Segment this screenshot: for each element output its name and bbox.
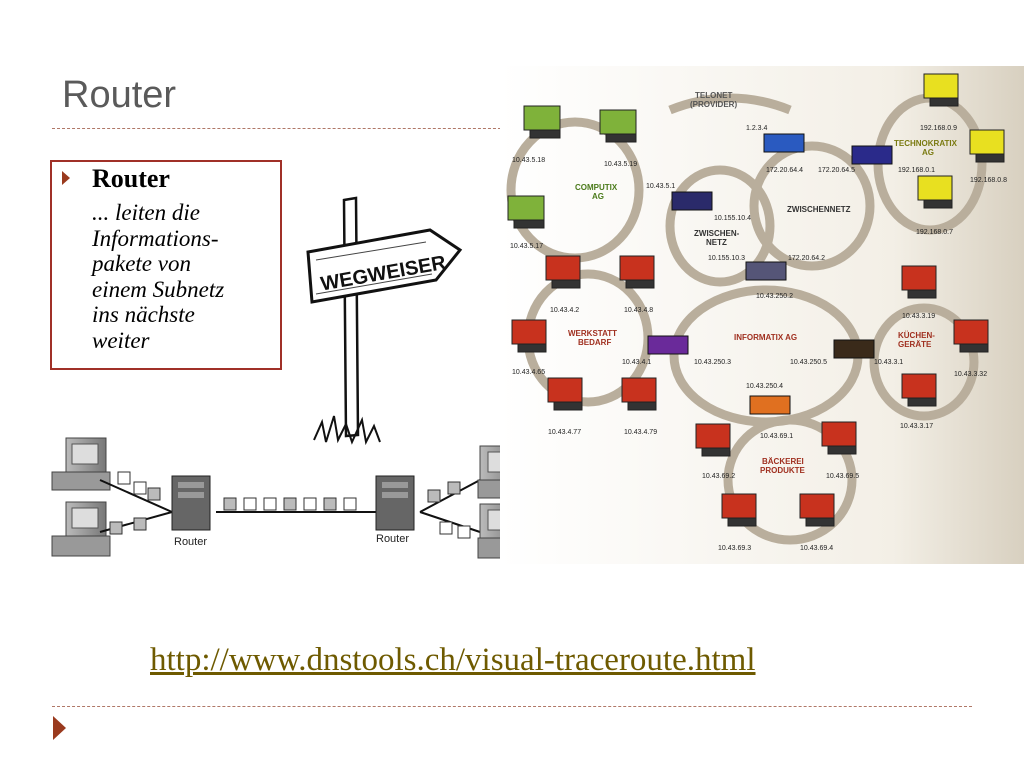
ip-label: 10.155.10.3 [708,255,745,262]
ip-label: 10.43.250.4 [746,383,783,390]
computer-icon [507,195,545,229]
slide-title: Router [62,74,177,116]
network-name: TELONET(PROVIDER) [690,91,737,109]
ip-label: 10.43.69.5 [826,473,859,480]
ip-label: 10.43.5.19 [604,161,637,168]
network-name: INFORMATIX AG [734,333,797,342]
bottom-divider [52,706,972,707]
ip-label: 10.43.4.77 [548,429,581,436]
network-name: ZWISCHEN-NETZ [694,229,740,247]
router-icon [647,335,689,355]
router-icon [375,475,415,531]
ip-label: 192.168.0.1 [898,167,935,174]
computer-icon [901,265,937,299]
ip-label: 1.2.3.4 [746,125,768,132]
router-diagram: Router Router [51,437,537,559]
ip-label: 10.43.69.4 [800,545,833,552]
bullet-heading: Router [92,164,170,193]
ip-label: 10.43.4.8 [624,307,653,314]
ip-label: 10.43.69.3 [718,545,751,552]
signpost-illustration: WEGWEISER [306,196,463,446]
description-line: einem Subnetz [92,276,225,302]
computer-icon [917,175,953,209]
network-name: KÜCHEN-GERÄTE [898,331,935,349]
router-icon [851,145,893,165]
router-icon [833,339,875,359]
ip-label: 10.43.4.65 [512,369,545,376]
description-line: pakete von [92,251,191,277]
computer-icon [821,421,857,455]
ip-label: 172.20.64.4 [766,167,803,174]
computer-icon [695,423,731,457]
computer-icon [969,129,1005,163]
description-line: Informations- [92,225,219,251]
ip-label: 10.43.3.19 [902,313,935,320]
ip-label: 10.43.5.17 [510,243,543,250]
ip-label: 10.43.4.1 [622,359,651,366]
bullet-description: ... leiten die Informations- pakete von … [92,200,277,354]
ip-label: 10.43.3.32 [954,371,987,378]
text-box [50,160,282,370]
bullet-arrow-icon [62,171,70,185]
ip-label: 10.43.250.2 [756,293,793,300]
computer-icon [523,105,561,139]
computer-icon [599,109,637,143]
ip-label: 10.43.69.2 [702,473,735,480]
computer-icon [51,437,111,491]
ip-label: 10.43.250.3 [694,359,731,366]
ip-label: 192.168.0.9 [920,125,957,132]
computer-icon [953,319,989,353]
ip-label: 10.43.3.17 [900,423,933,430]
router-icon [749,395,791,415]
router-label-right: Router [376,533,409,545]
ip-label: 192.168.0.8 [970,177,1007,184]
computer-icon [721,493,757,527]
description-line: ... leiten die [92,200,200,225]
computer-icon [547,377,583,411]
ip-label: 172.20.64.2 [788,255,825,262]
description-line: ins nächste [92,302,195,328]
ip-label: 10.155.10.4 [714,215,751,222]
description-line: weiter [92,327,150,353]
computer-icon [799,493,835,527]
computer-icon [545,255,581,289]
ip-label: 10.43.250.5 [790,359,827,366]
computer-icon [619,255,655,289]
computer-icon [923,73,959,107]
traceroute-link[interactable]: http://www.dnstools.ch/visual-traceroute… [150,642,756,678]
network-name: ZWISCHENNETZ [787,205,851,214]
ip-label: 192.168.0.7 [916,229,953,236]
ip-label: 172.20.64.5 [818,167,855,174]
ip-label: 10.43.3.1 [874,359,903,366]
computer-icon [51,501,111,557]
router-icon [171,475,211,531]
computer-icon [621,377,657,411]
ip-label: 10.43.4.2 [550,307,579,314]
router-icon [763,133,805,153]
router-label-left: Router [174,536,207,548]
next-arrow-icon[interactable] [53,716,66,740]
ip-label: 10.43.5.1 [646,183,675,190]
computer-icon [901,373,937,407]
router-icon [745,261,787,281]
computer-icon [511,319,547,353]
ip-label: 10.43.5.18 [512,157,545,164]
router-icon [671,191,713,211]
ip-label: 10.43.69.1 [760,433,793,440]
ip-label: 10.43.4.79 [624,429,657,436]
